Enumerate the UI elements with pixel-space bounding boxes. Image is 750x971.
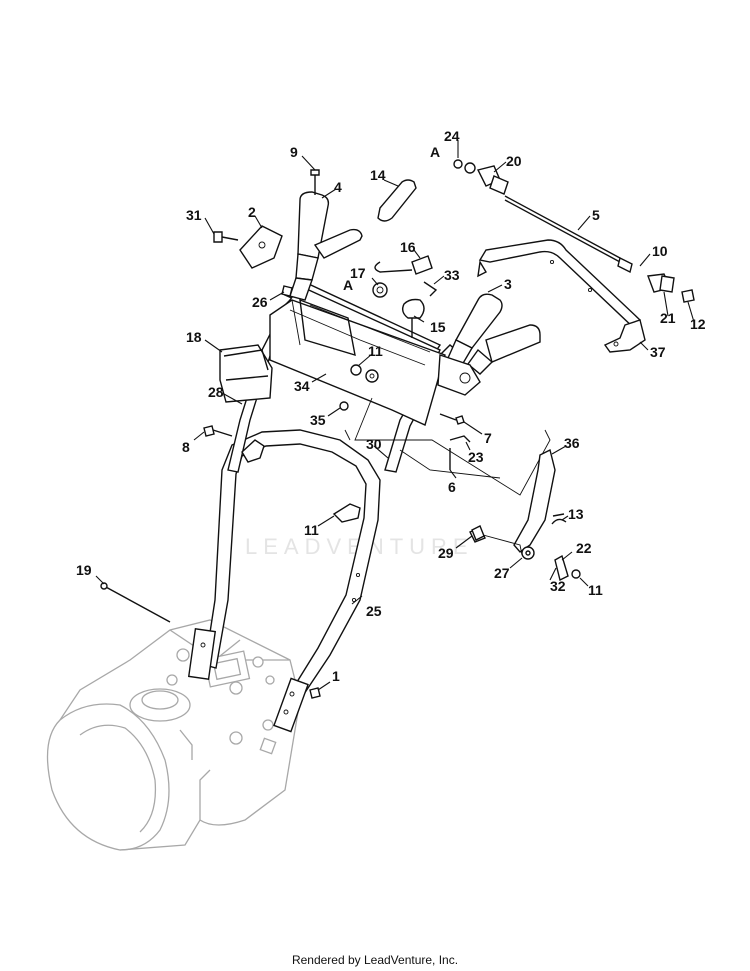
callout-30: 29: [438, 545, 454, 561]
control-cable: [453, 159, 695, 303]
callout-11-upper: 11: [368, 343, 383, 359]
callout-22: 21: [660, 310, 676, 326]
callout-16: 15: [430, 319, 446, 335]
control-bail: [477, 239, 646, 353]
callout-27: 26: [252, 294, 268, 310]
right-handle-grip: [437, 293, 541, 396]
auger-housing: [46, 619, 301, 851]
callout-labels: 9 4 14 24 20 5 31 2 16 33 17 26 3 10 21 …: [76, 128, 706, 684]
callout-2: 2: [248, 204, 256, 220]
callout-15: 14: [370, 167, 386, 183]
drive-cable: [344, 397, 551, 496]
callout-9: 9: [290, 144, 298, 160]
callout-14: 13: [568, 506, 584, 522]
callout-23: 22: [576, 540, 592, 556]
callout-8: 8: [182, 439, 190, 455]
callout-17: 16: [400, 239, 416, 255]
callout-10: 10: [652, 243, 668, 259]
callout-31: 30: [366, 436, 382, 452]
callout-21: 20: [506, 153, 522, 169]
callout-3: 3: [504, 276, 512, 292]
callout-38: 37: [650, 344, 666, 360]
callout-28: 27: [494, 565, 510, 581]
callout-29: 28: [208, 384, 224, 400]
callout-12: 11: [304, 522, 319, 538]
callout-11-lower: 11: [588, 582, 603, 598]
callout-36: 35: [310, 412, 326, 428]
grip-sleeve: [313, 179, 417, 259]
callout-20: 19: [76, 562, 92, 578]
reference-mark-a-console: A: [343, 277, 353, 293]
callout-13: 12: [690, 316, 706, 332]
callout-18: 17: [350, 265, 366, 281]
callout-26: 25: [366, 603, 382, 619]
callout-33: 32: [550, 578, 566, 594]
callout-7: 7: [484, 430, 492, 446]
drive-linkage: [469, 448, 581, 582]
reference-mark-a-top: A: [430, 144, 440, 160]
callout-5: 5: [592, 207, 600, 223]
callout-34: 33: [444, 267, 460, 283]
callout-24: 23: [468, 449, 484, 465]
left-handle-grip: [289, 191, 330, 301]
leader-lines: [95, 140, 695, 691]
callout-4: 4: [334, 179, 342, 195]
callout-19: 18: [186, 329, 202, 345]
callout-1: 1: [332, 668, 340, 684]
callout-32: 31: [186, 207, 202, 223]
callout-25: 24: [444, 128, 460, 144]
callout-37: 36: [564, 435, 580, 451]
footer-credit: Rendered by LeadVenture, Inc.: [291, 953, 459, 967]
callout-6: 6: [448, 479, 456, 495]
hardware: [100, 169, 567, 699]
callout-35: 34: [294, 378, 310, 394]
